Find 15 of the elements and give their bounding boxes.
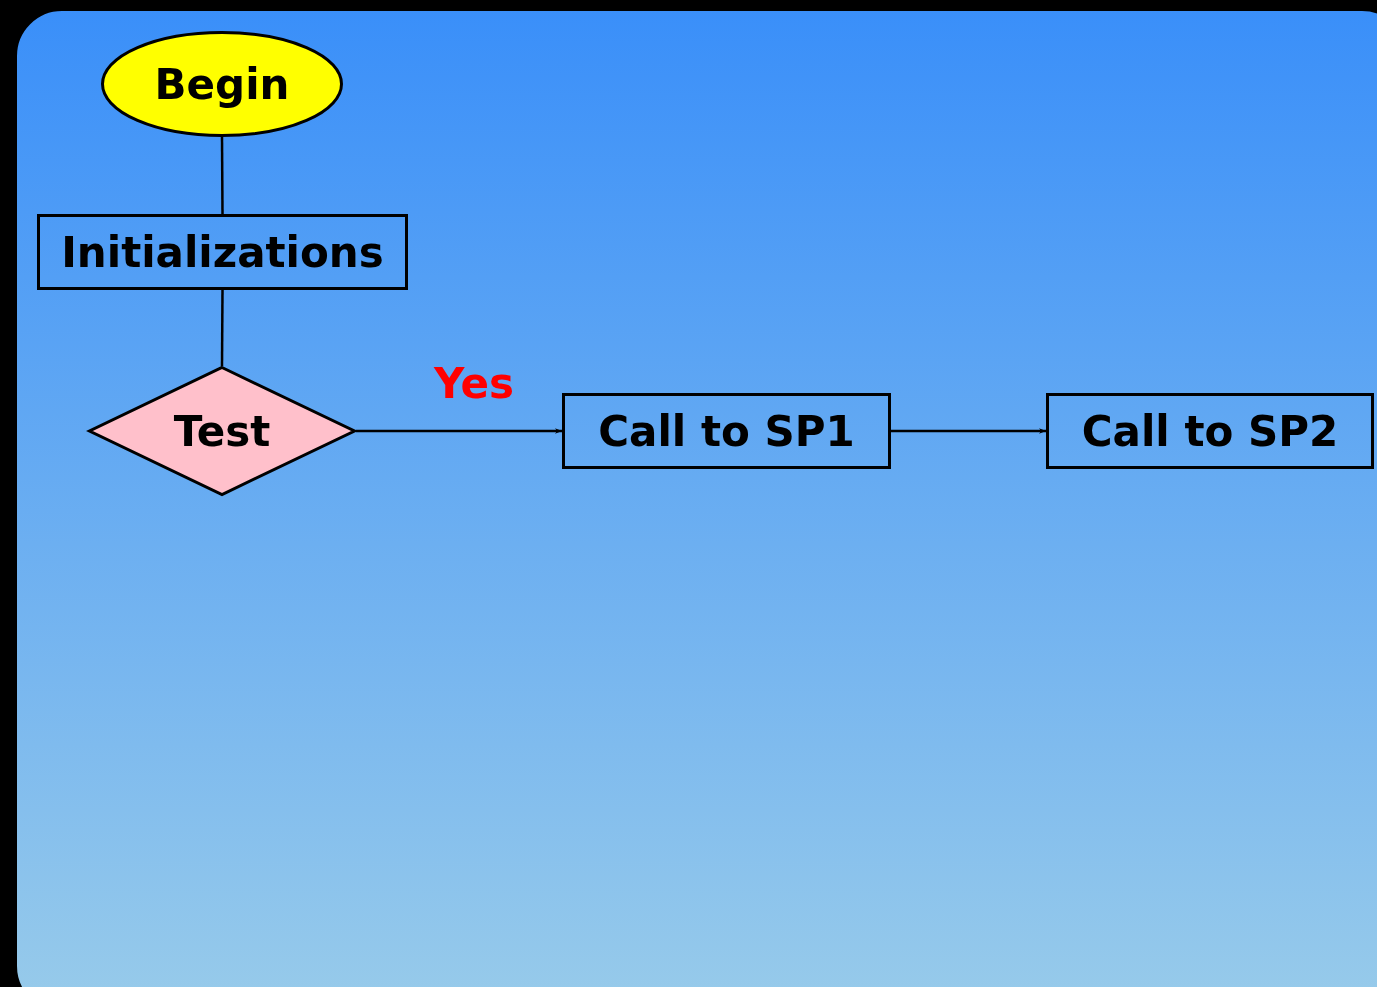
start-ellipse: [101, 31, 343, 137]
node-label: Test: [173, 406, 271, 456]
edge-label: Yes: [434, 358, 514, 408]
connector-line: [220, 290, 224, 366]
process-box: [37, 214, 408, 290]
node-label: Call to SP1: [598, 406, 855, 456]
node-label: Call to SP2: [1081, 406, 1339, 456]
arrow: [356, 428, 562, 434]
node-label: Initializations: [61, 227, 384, 277]
connector-line: [220, 137, 224, 214]
process-box: [1046, 393, 1374, 469]
process-box: [562, 393, 891, 469]
arrow: [891, 428, 1046, 434]
decision-diamond: [88, 366, 356, 496]
node-label: Begin: [154, 59, 290, 109]
